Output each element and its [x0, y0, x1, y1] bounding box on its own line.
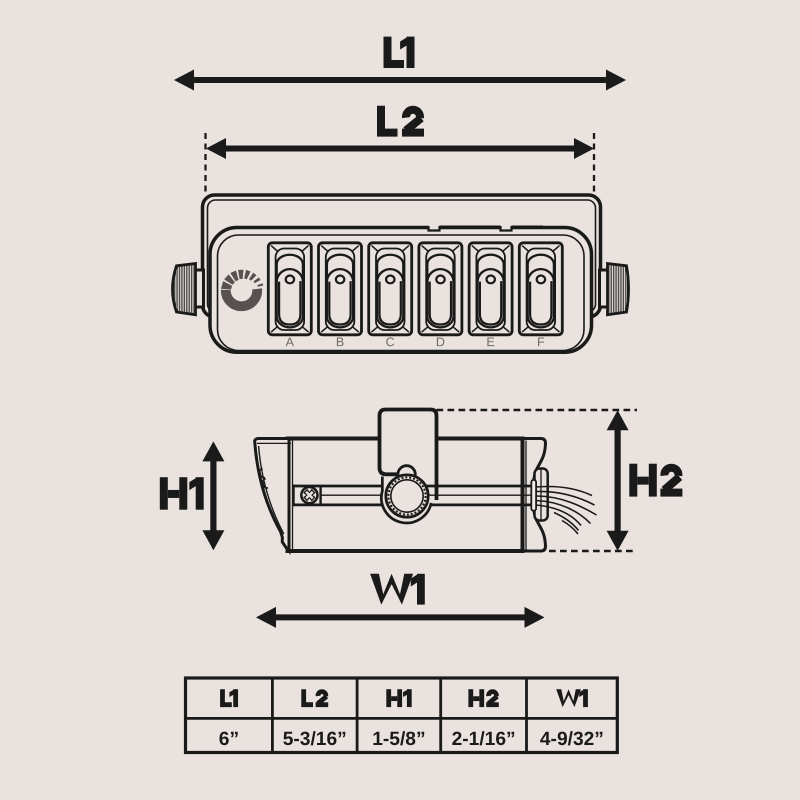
svg-text:6”: 6”	[219, 729, 239, 750]
svg-text:5-3/16”: 5-3/16”	[283, 729, 347, 750]
svg-text:F: F	[537, 335, 545, 349]
svg-text:B: B	[336, 335, 344, 349]
svg-text:2-1/16”: 2-1/16”	[452, 729, 516, 750]
svg-text:4-9/32”: 4-9/32”	[540, 729, 604, 750]
svg-text:E: E	[486, 335, 494, 349]
svg-text:1-5/8”: 1-5/8”	[372, 729, 425, 750]
svg-text:C: C	[386, 335, 395, 349]
svg-text:D: D	[436, 335, 445, 349]
svg-text:A: A	[286, 335, 295, 349]
